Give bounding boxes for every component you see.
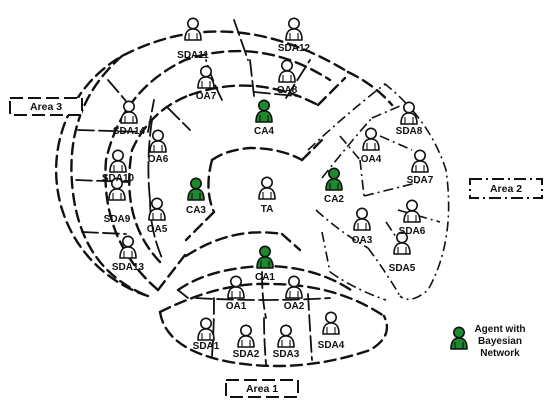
oa1-person-icon [227,275,245,299]
ca3-label: CA3 [186,205,206,216]
ca4-label: CA4 [254,126,274,137]
oa7-label: OA7 [196,91,217,102]
oa3-person-icon [353,207,371,231]
oa5-person-icon [148,197,166,221]
legend-line-3: Network [480,348,520,359]
legend-bayesian-agent-icon [450,326,468,350]
legend-line-1: Agent with [474,324,525,335]
oa5-label: OA5 [147,224,168,235]
sda13-label: SDA13 [112,262,145,273]
sda1-person-icon [197,317,215,341]
oa2-label: OA2 [284,301,305,312]
oa7-person-icon [197,65,215,89]
oa8-person-icon [278,59,296,83]
legend-line-2: Bayesian [478,336,522,347]
ca2-label: CA2 [324,194,344,205]
oa8-label: OA8 [277,85,298,96]
sda5-person-icon [393,231,411,255]
legend-person-icon [450,326,468,350]
area-labels: Area 3 Area 2 Area 1 [9,97,543,398]
sda10-person-icon [109,149,127,173]
sda7-person-icon [411,149,429,173]
sda5-label: SDA5 [389,263,416,274]
sda7-label: SDA7 [407,175,434,186]
ta-person-icon [258,176,276,200]
ca2-person-icon [325,167,343,191]
area1-label: Area 1 [246,383,278,395]
ca1-person-icon [256,245,274,269]
sda1-label: SDA1 [193,341,220,352]
ca4-person-icon [255,99,273,123]
oa2-person-icon [285,275,303,299]
sda11-label: SDA11 [177,50,209,61]
sda9-label: SDA9 [104,214,131,225]
area2-box [469,178,543,199]
sda11-person-icon [184,17,202,41]
oa4-label: OA4 [361,154,382,165]
sda2-person-icon [237,324,255,348]
sda13-person-icon [119,235,137,259]
sda2-label: SDA2 [233,349,260,360]
ca3-person-icon [187,177,205,201]
oa3-label: OA3 [352,235,373,246]
oa6-label: OA6 [148,154,169,165]
area3-inner [184,138,324,242]
sda8-person-icon [400,101,418,125]
sda6-person-icon [403,199,421,223]
sda14-person-icon [120,100,138,124]
sda10-label: SDA10 [102,173,135,184]
sda4-label: SDA4 [318,340,345,351]
oa6-person-icon [149,129,167,153]
area2-label: Area 2 [490,183,522,195]
area3-label: Area 3 [30,101,62,113]
sda12-label: SDA12 [278,43,311,54]
oa1-label: OA1 [226,301,247,312]
area1-box [225,379,299,398]
sda6-label: SDA6 [399,226,426,237]
sda14-label: SDA14 [113,126,146,137]
sda8-label: SDA8 [396,126,423,137]
area3-sector [104,49,347,292]
oa4-person-icon [362,127,380,151]
legend: Agent with Bayesian Network [450,324,526,359]
sda3-label: SDA3 [273,349,300,360]
sda9-person-icon [108,177,126,201]
ta-label: TA [261,204,274,215]
area2-sector [307,82,450,301]
area3-box [9,97,83,116]
sda4-person-icon [322,311,340,335]
ca1-label: CA1 [255,272,275,283]
sda3-person-icon [277,324,295,348]
sda12-person-icon [285,17,303,41]
area1-sector [158,231,389,368]
